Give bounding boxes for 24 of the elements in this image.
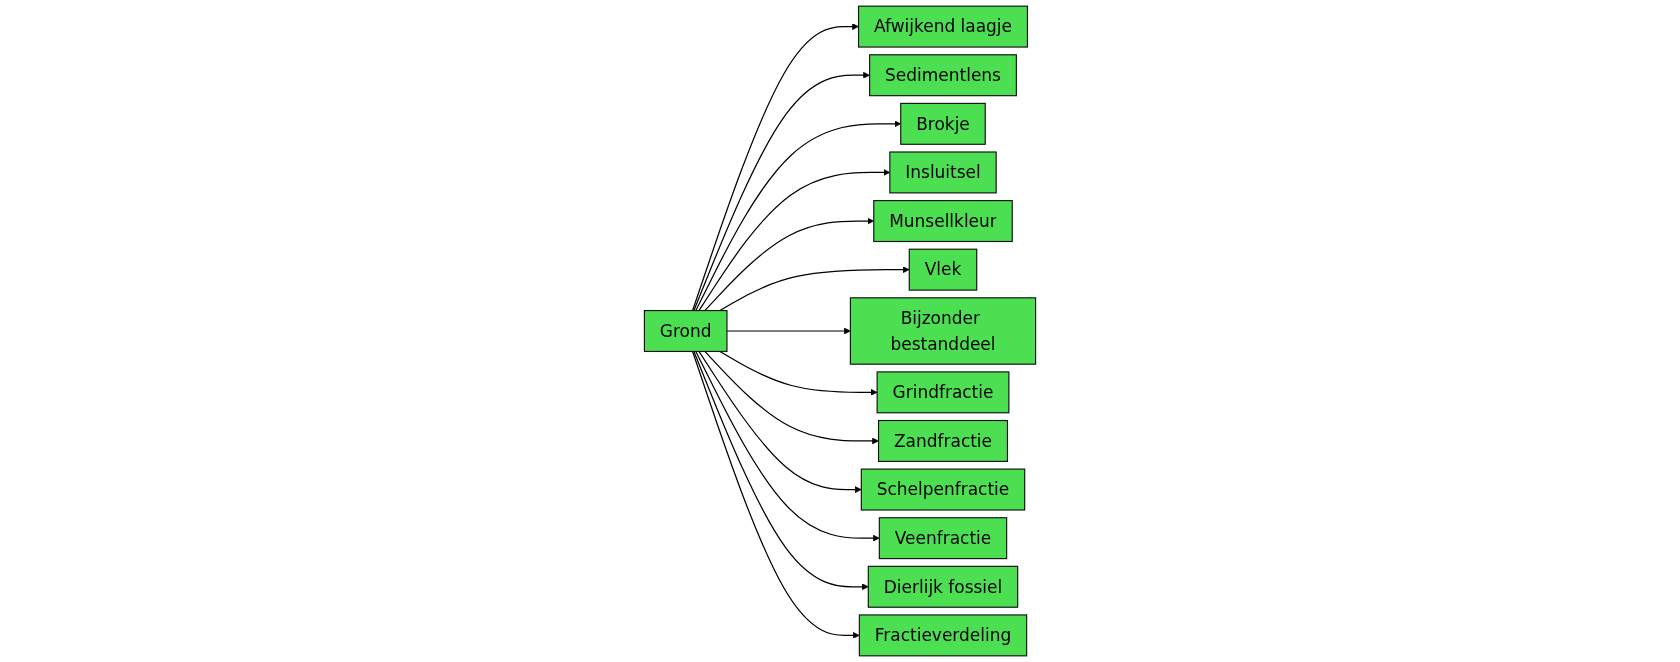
node-box: Zandfractie (877, 419, 1009, 462)
arrow (698, 350, 862, 493)
node-box: Dierlijk fossiel (867, 565, 1019, 608)
arrow (692, 23, 859, 312)
node-box: Grindfractie (876, 371, 1010, 414)
node-box: Bijzonder bestanddeel (849, 297, 1037, 365)
arrow (693, 71, 870, 312)
arrow (719, 350, 878, 396)
node-box: Schelpenfractie (860, 468, 1026, 511)
node-box: Fractieverdeling (858, 614, 1028, 657)
node-box: Sedimentlens (869, 54, 1017, 97)
node-box: Munsellkleur (873, 200, 1013, 243)
arrow (695, 350, 880, 542)
arrow (719, 266, 910, 312)
node-box: Afwijkend laagje (857, 5, 1029, 48)
node-box: Vlek (908, 248, 978, 291)
arrow (692, 350, 860, 639)
arrow (693, 350, 869, 591)
arrow (726, 327, 851, 335)
arrow (704, 350, 879, 445)
node-box: Insluitsel (889, 151, 997, 194)
node-box: Brokje (900, 102, 986, 145)
node-box: Veenfractie (878, 517, 1008, 560)
node-box: Grond (643, 309, 728, 353)
